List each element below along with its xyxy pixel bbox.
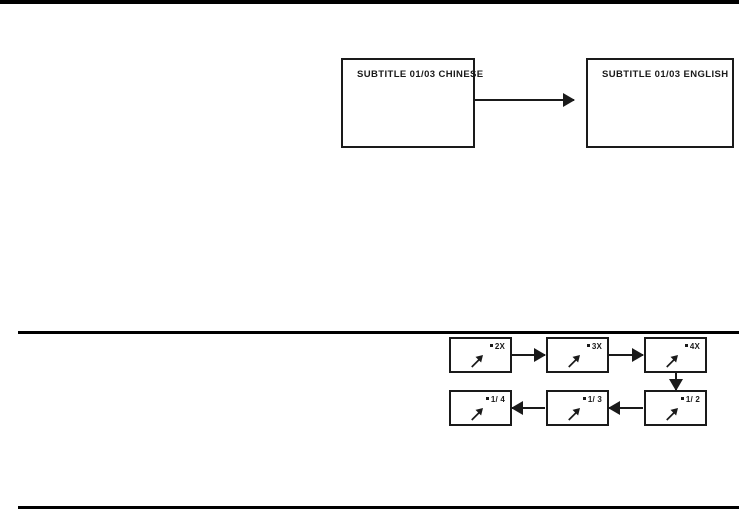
zoom-marker-square-icon [582,397,586,400]
zoom-box-1-4-label: 1/ 4 [485,395,505,404]
zoom-marker-square-icon [489,344,493,347]
zoom-arrow-icon [666,355,678,368]
zoom-marker-square-icon [680,397,684,400]
zoom-box-1-4-value: 1/ 4 [490,395,505,404]
page-top-rule [0,0,739,4]
zoom-arrow-icon [666,408,678,421]
zoom-box-4x-label: 4X [684,342,700,351]
zoom-arrow-icon [471,355,483,368]
zoom-box-1-3-label: 1/ 3 [582,395,602,404]
zoom-box-3x-label: 3X [586,342,602,351]
zoom-box-2x: 2X [449,337,512,373]
zoom-marker-square-icon [684,344,688,347]
arrow-chinese-to-english-icon [475,99,574,101]
zoom-box-4x: 4X [644,337,707,373]
arrow-third-to-quarter-icon [512,407,545,409]
subtitle-box-english: SUBTITLE 01/03 ENGLISH [586,58,734,148]
zoom-box-1-4: 1/ 4 [449,390,512,426]
arrow-2x-to-3x-icon [512,354,545,356]
section-divider-rule [18,331,739,334]
arrow-half-to-third-icon [609,407,643,409]
zoom-arrow-icon [568,355,580,368]
zoom-marker-square-icon [485,397,489,400]
zoom-box-3x: 3X [546,337,609,373]
zoom-arrow-icon [568,408,580,421]
zoom-box-3x-value: 3X [591,342,602,351]
subtitle-box-english-label: SUBTITLE 01/03 ENGLISH [602,69,729,80]
zoom-marker-square-icon [586,344,590,347]
zoom-box-2x-value: 2X [494,342,505,351]
zoom-box-1-2-value: 1/ 2 [685,395,700,404]
page-bottom-rule [18,506,739,509]
zoom-box-4x-value: 4X [689,342,700,351]
zoom-box-1-2: 1/ 2 [644,390,707,426]
zoom-box-2x-label: 2X [489,342,505,351]
zoom-arrow-icon [471,408,483,421]
subtitle-box-chinese-label: SUBTITLE 01/03 CHINESE [357,69,484,80]
zoom-box-1-2-label: 1/ 2 [680,395,700,404]
arrow-3x-to-4x-icon [609,354,643,356]
zoom-box-1-3: 1/ 3 [546,390,609,426]
arrow-4x-to-half-icon [675,373,677,390]
subtitle-box-chinese: SUBTITLE 01/03 CHINESE [341,58,483,148]
zoom-box-1-3-value: 1/ 3 [587,395,602,404]
